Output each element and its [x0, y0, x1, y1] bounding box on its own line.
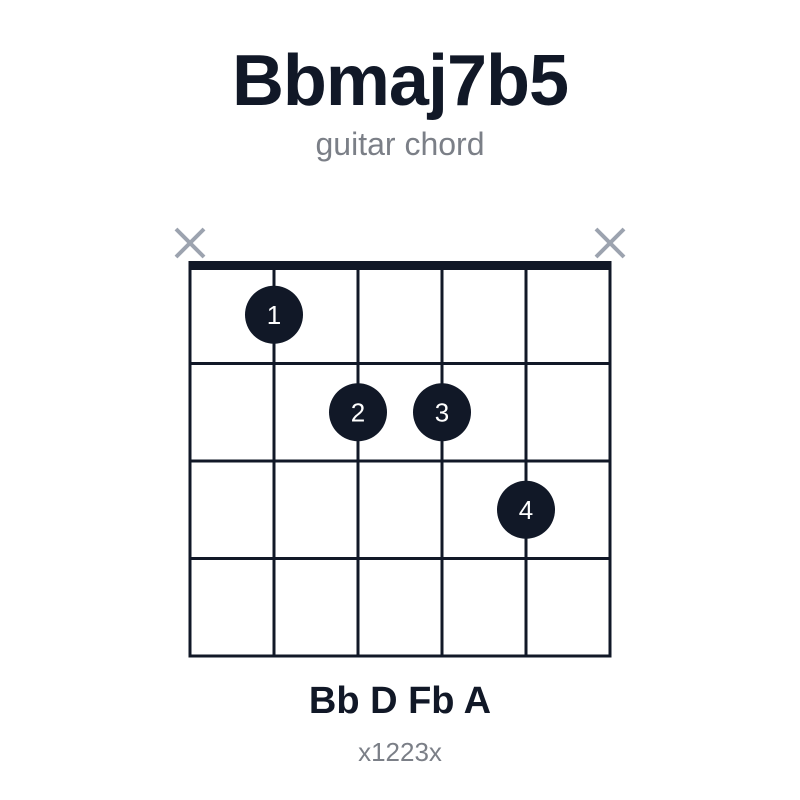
chord-name: Bbmaj7b5 [231, 41, 569, 121]
fretboard-grid [188, 261, 612, 658]
nut [188, 261, 612, 270]
finger-dot-circle [329, 383, 387, 442]
chord-subtitle: guitar chord [315, 126, 485, 162]
muted-string-markers [174, 227, 626, 259]
muted-x-icon [174, 227, 206, 259]
chord-fingering: x1223x [358, 737, 442, 767]
finger-number: 2 [351, 397, 365, 427]
muted-x-stroke [594, 227, 626, 259]
chord-notes: Bb D Fb A [308, 680, 492, 722]
muted-x-icon [594, 227, 626, 259]
finger-dot: 4 [497, 480, 555, 539]
finger-dot-circle [497, 480, 555, 539]
finger-number: 4 [519, 495, 533, 525]
finger-dot: 1 [245, 285, 303, 344]
finger-dot-circle [245, 285, 303, 344]
finger-dot-circle [413, 383, 471, 442]
finger-number: 1 [267, 300, 281, 330]
finger-dots: 1 2 3 4 [245, 285, 555, 539]
finger-dot: 3 [413, 383, 471, 442]
finger-number: 3 [435, 397, 449, 427]
finger-dot: 2 [329, 383, 387, 442]
muted-x-stroke [174, 227, 206, 259]
